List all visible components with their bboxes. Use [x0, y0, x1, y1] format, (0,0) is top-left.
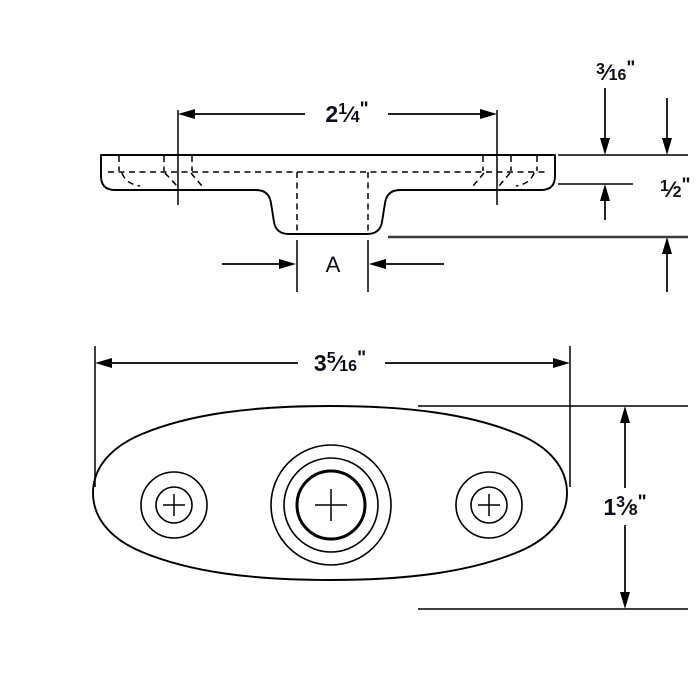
left-hole-crosshair	[163, 494, 185, 516]
hidden-line-right-csk-taper-left	[472, 172, 485, 187]
dim-2-1-4-denominator: 4	[351, 109, 360, 126]
dim-label-3-5-16: 35⁄16"	[314, 348, 366, 376]
arrow-head-2-1-4-left	[178, 109, 195, 119]
dim-1-3-8-unit: "	[638, 492, 647, 513]
dim-3-16-numerator: 3	[596, 61, 605, 78]
center-hole-middle-circle	[283, 457, 379, 553]
plan-oval-outline	[92, 405, 568, 581]
dim-2-1-4-whole: 2	[325, 101, 338, 127]
dim-3-5-16-whole: 3	[314, 350, 327, 376]
dim-3-5-16-denominator: 16	[339, 358, 357, 375]
center-hole-outer-circle	[270, 444, 392, 566]
plan-view: 35⁄16" 13⁄8"	[92, 346, 688, 610]
left-hole-outer-circle	[140, 471, 208, 539]
arrow-head-1-2	[662, 237, 672, 254]
right-hole-outer-circle	[455, 471, 523, 539]
hidden-line-left-csk-arc-outer	[121, 172, 141, 187]
arrow-head-2-1-4-right	[480, 109, 497, 119]
hidden-line-left-csk-taper-left	[164, 172, 179, 188]
dim-3-16-denominator: 16	[609, 67, 627, 84]
dim-1-2-denominator: 2	[673, 184, 682, 201]
arrow-head-3-16-inner	[600, 184, 610, 201]
hidden-line-right-csk-taper-right	[498, 172, 511, 187]
side-profile-outline	[100, 154, 556, 235]
dim-2-1-4-numerator: 1	[338, 101, 347, 118]
dim-1-3-8-whole: 1	[603, 494, 616, 520]
dim-1-3-8-denominator: 8	[629, 502, 638, 519]
arrow-head-a-left	[279, 259, 296, 269]
dim-1-2-numerator: 1	[660, 178, 669, 195]
dim-1-3-8-numerator: 3	[616, 494, 625, 511]
hidden-line-left-csk-taper-right	[190, 172, 203, 187]
dim-1-2-unit: "	[682, 175, 691, 196]
dim-3-5-16-unit: "	[357, 348, 366, 369]
dim-3-5-16-numerator: 5	[327, 350, 336, 367]
arrow-head-a-right	[369, 259, 386, 269]
arrow-head-1-3-8-top	[620, 406, 630, 423]
side-elevation-view: 21⁄4" A 3⁄16" 1⁄2"	[100, 58, 691, 292]
dim-3-16-unit: "	[626, 58, 635, 79]
right-hole-crosshair	[478, 494, 500, 516]
arrow-head-3-16-left	[600, 138, 610, 155]
arrow-head-3-5-16-left	[95, 358, 112, 368]
arrow-head-1-3-8-bottom	[620, 592, 630, 609]
dim-2-1-4-unit: "	[360, 99, 369, 120]
arrow-head-3-5-16-right	[553, 358, 570, 368]
arrow-head-3-16-right	[662, 138, 672, 155]
left-hole-inner-circle	[155, 486, 193, 524]
hidden-line-right-csk-arc-outer	[515, 172, 535, 187]
right-hole-inner-circle	[470, 486, 508, 524]
center-hole-crosshair	[315, 489, 347, 521]
dim-label-a: A	[326, 252, 341, 277]
center-hole-bore-circle	[295, 469, 367, 541]
